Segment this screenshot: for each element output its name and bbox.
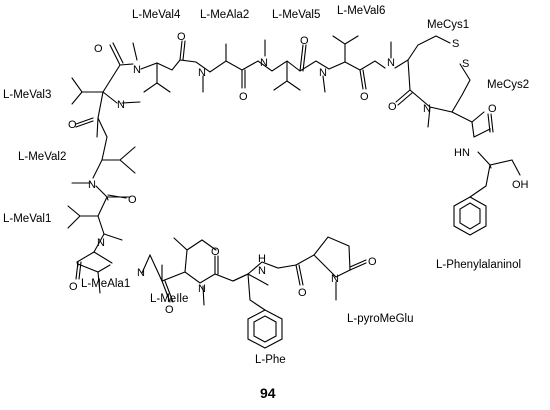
compound-number: 94 [260, 385, 276, 401]
nitrogen-atom: N [88, 179, 96, 191]
nitrogen-atom: N [423, 103, 431, 115]
label-meval6: L-MeVal6 [337, 5, 385, 17]
oxygen-atom: O [211, 246, 220, 258]
nitrogen-atom: N [117, 99, 125, 111]
label-phe: L-Phe [255, 354, 286, 366]
label-phenylalaninol: L-Phenylalaninol [436, 259, 521, 271]
sulfur-atom: S [452, 38, 459, 50]
nitrogen-atom: N [260, 57, 268, 69]
oxygen-atom: O [488, 103, 497, 115]
oxygen-atom: O [368, 256, 377, 268]
oxygen-atom: O [360, 91, 369, 103]
nitrogen-atom: N [97, 237, 105, 249]
nitrogen-atom: N [133, 64, 141, 76]
nitrogen-atom: N [198, 67, 206, 79]
bond-skeleton [67, 35, 521, 349]
hydroxyl-atom: OH [512, 179, 529, 191]
label-meval1: L-MeVal1 [3, 213, 51, 225]
label-mecys1: MeCys1 [427, 19, 469, 31]
nitrogen-atom: N [319, 67, 327, 79]
oxygen-atom: O [388, 101, 397, 113]
atom-labels: O N O N O N O N O N S S O N O HN OH O N … [68, 31, 529, 316]
label-meval2: L-MeVal2 [18, 151, 66, 163]
label-meala2: L-MeAla2 [200, 9, 249, 21]
nitrogen-atom: N [137, 267, 145, 279]
label-mecys2: MeCys2 [487, 79, 529, 91]
oxygen-atom: O [128, 194, 137, 206]
oxygen-atom: O [298, 287, 307, 299]
nitrogen-atom: N [387, 57, 395, 69]
amine-h-atom: H [258, 253, 266, 265]
label-meval3: L-MeVal3 [3, 89, 51, 101]
residue-labels: L-MeVal4 L-MeAla2 L-MeVal5 L-MeVal6 MeCy… [3, 5, 529, 366]
oxygen-atom: O [94, 43, 103, 55]
nitrogen-atom: N [198, 283, 206, 295]
oxygen-atom: O [165, 304, 174, 316]
oxygen-atom: O [239, 91, 248, 103]
label-pyromeglu: L-pyroMeGlu [347, 313, 413, 325]
sulfur-atom: S [462, 58, 469, 70]
label-meala1: L-MeAla1 [81, 278, 130, 290]
oxygen-atom: O [69, 281, 78, 293]
oxygen-atom: O [68, 119, 77, 131]
oxygen-atom: O [177, 31, 186, 43]
amide-nh-atom: HN [454, 147, 470, 159]
label-meile: L-MeIle [150, 293, 188, 305]
nitrogen-atom: N [258, 265, 266, 277]
oxygen-atom: O [300, 35, 309, 47]
nitrogen-atom: N [331, 273, 339, 285]
label-meval5: L-MeVal5 [272, 9, 320, 21]
label-meval4: L-MeVal4 [132, 9, 181, 21]
